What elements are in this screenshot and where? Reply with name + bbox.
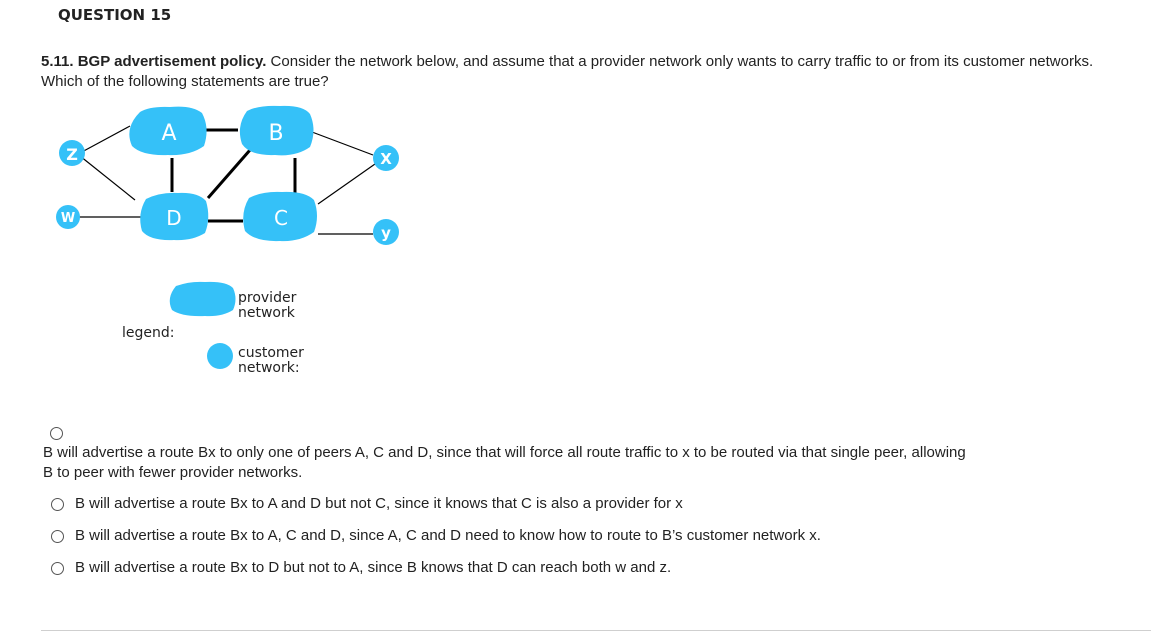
provider-node-c: C: [243, 191, 317, 242]
node-label-z: Z: [66, 145, 78, 164]
customer-node-y: y: [373, 219, 399, 245]
legend-customer-shape: [207, 343, 233, 369]
question-title: QUESTION 15: [58, 6, 172, 24]
node-label-w: W: [61, 211, 75, 226]
provider-node-a: A: [129, 106, 207, 156]
provider-node-b: B: [239, 105, 314, 156]
legend-provider-line1: provider: [238, 290, 297, 306]
edge-b-x: [311, 131, 374, 156]
option-2-text: B will advertise a route Bx to A and D b…: [75, 495, 683, 512]
legend-label: legend:: [122, 325, 174, 341]
option-4-text: B will advertise a route Bx to D but not…: [75, 559, 672, 576]
legend-provider-shape: [169, 281, 236, 317]
node-label-c: C: [274, 206, 288, 230]
option-1-line1: B will advertise a route Bx to only one …: [43, 444, 966, 461]
legend-customer-line2: network:: [238, 360, 300, 376]
option-2-radio[interactable]: [51, 498, 64, 511]
customer-node-w: W: [56, 205, 80, 229]
node-label-d: D: [166, 206, 181, 230]
question-heading: 5.11. BGP advertisement policy.: [41, 53, 267, 70]
customer-node-x: X: [373, 145, 399, 171]
diagram-edges: [78, 125, 376, 235]
node-label-y: y: [381, 224, 391, 242]
network-diagram: A B D C Z X W y legend: provider network…: [56, 105, 399, 376]
edge-c-x: [317, 163, 376, 205]
option-1-line2: B to peer with fewer provider networks.: [43, 464, 303, 481]
option-3-radio[interactable]: [51, 530, 64, 543]
provider-node-d: D: [140, 192, 209, 241]
node-label-x: X: [380, 150, 392, 168]
node-label-a: A: [161, 121, 176, 146]
bottom-divider: [41, 630, 1151, 631]
edge-z-d: [79, 155, 136, 201]
customer-node-z: Z: [59, 140, 85, 166]
question-body: Consider the network below, and assume t…: [41, 53, 1094, 90]
edge-b-d: [206, 149, 252, 199]
question-text: 5.11. BGP advertisement policy. Consider…: [41, 52, 1101, 92]
option-1-radio[interactable]: [50, 427, 63, 440]
edge-z-a: [79, 125, 131, 154]
node-label-b: B: [268, 121, 283, 146]
legend-provider-line2: network: [238, 305, 296, 321]
option-4-radio[interactable]: [51, 562, 64, 575]
legend-customer-line1: customer: [238, 345, 304, 361]
option-3-text: B will advertise a route Bx to A, C and …: [75, 527, 821, 544]
